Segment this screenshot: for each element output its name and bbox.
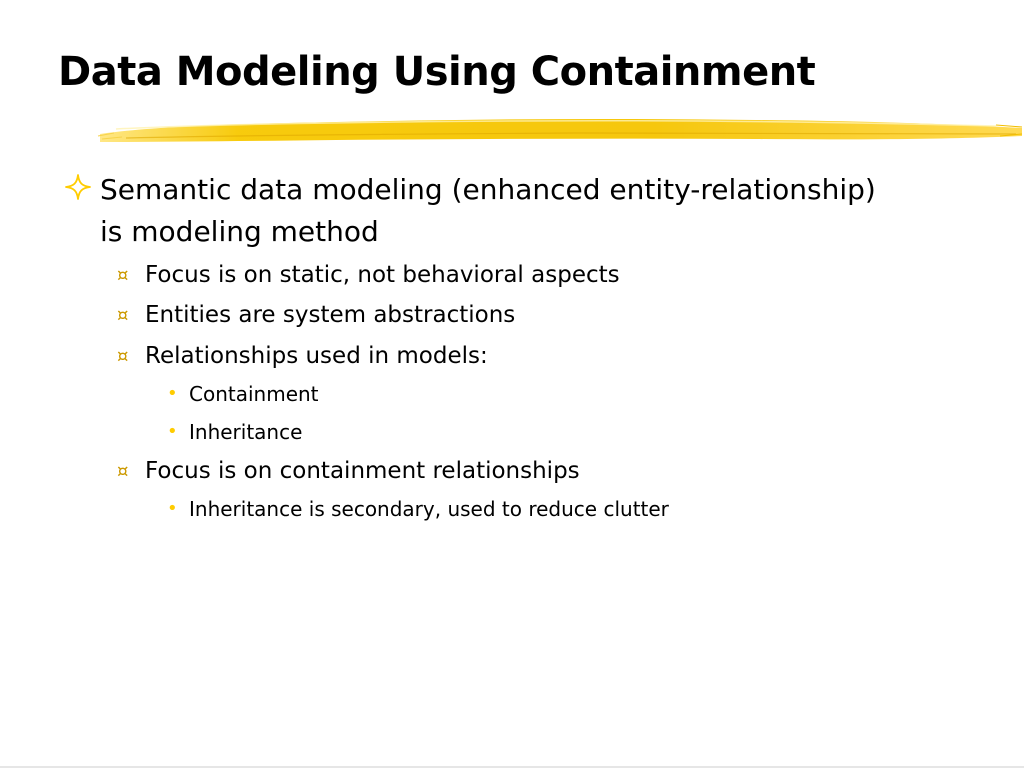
currency-sign-icon: ¤ bbox=[117, 461, 129, 482]
list-item-text: Focus is on static, not behavioral aspec… bbox=[145, 262, 620, 288]
currency-sign-icon: ¤ bbox=[117, 305, 129, 326]
dot-icon: • bbox=[167, 498, 178, 519]
list-item: • Inheritance is secondary, used to redu… bbox=[167, 495, 669, 523]
list-item: ¤ Entities are system abstractions bbox=[117, 299, 516, 331]
list-item: • Containment bbox=[167, 380, 319, 408]
slide-title: Data Modeling Using Containment bbox=[58, 49, 816, 95]
currency-sign-icon: ¤ bbox=[117, 346, 129, 367]
list-item-text: Focus is on containment relationships bbox=[145, 458, 580, 484]
list-item: ¤ Focus is on containment relationships bbox=[117, 455, 580, 487]
list-item-continuation: is modeling method bbox=[100, 211, 379, 253]
four-point-star-icon bbox=[65, 174, 91, 200]
dot-icon: • bbox=[167, 421, 178, 442]
list-item-text: Inheritance is secondary, used to reduce… bbox=[189, 497, 669, 521]
list-item-text: is modeling method bbox=[100, 215, 379, 248]
list-item: Semantic data modeling (enhanced entity-… bbox=[65, 169, 876, 211]
list-item-text: Relationships used in models: bbox=[145, 343, 488, 369]
list-item: • Inheritance bbox=[167, 418, 303, 446]
list-item: ¤ Focus is on static, not behavioral asp… bbox=[117, 259, 620, 291]
currency-sign-icon: ¤ bbox=[117, 265, 129, 286]
list-item-text: Containment bbox=[189, 382, 319, 406]
list-item: ¤ Relationships used in models: bbox=[117, 340, 488, 372]
list-item-text: Semantic data modeling (enhanced entity-… bbox=[100, 173, 876, 206]
list-item-text: Inheritance bbox=[189, 420, 303, 444]
list-item-text: Entities are system abstractions bbox=[145, 302, 516, 328]
slide-bottom-border bbox=[0, 766, 1024, 768]
dot-icon: • bbox=[167, 383, 178, 404]
highlighter-stroke-icon bbox=[97, 118, 1023, 142]
